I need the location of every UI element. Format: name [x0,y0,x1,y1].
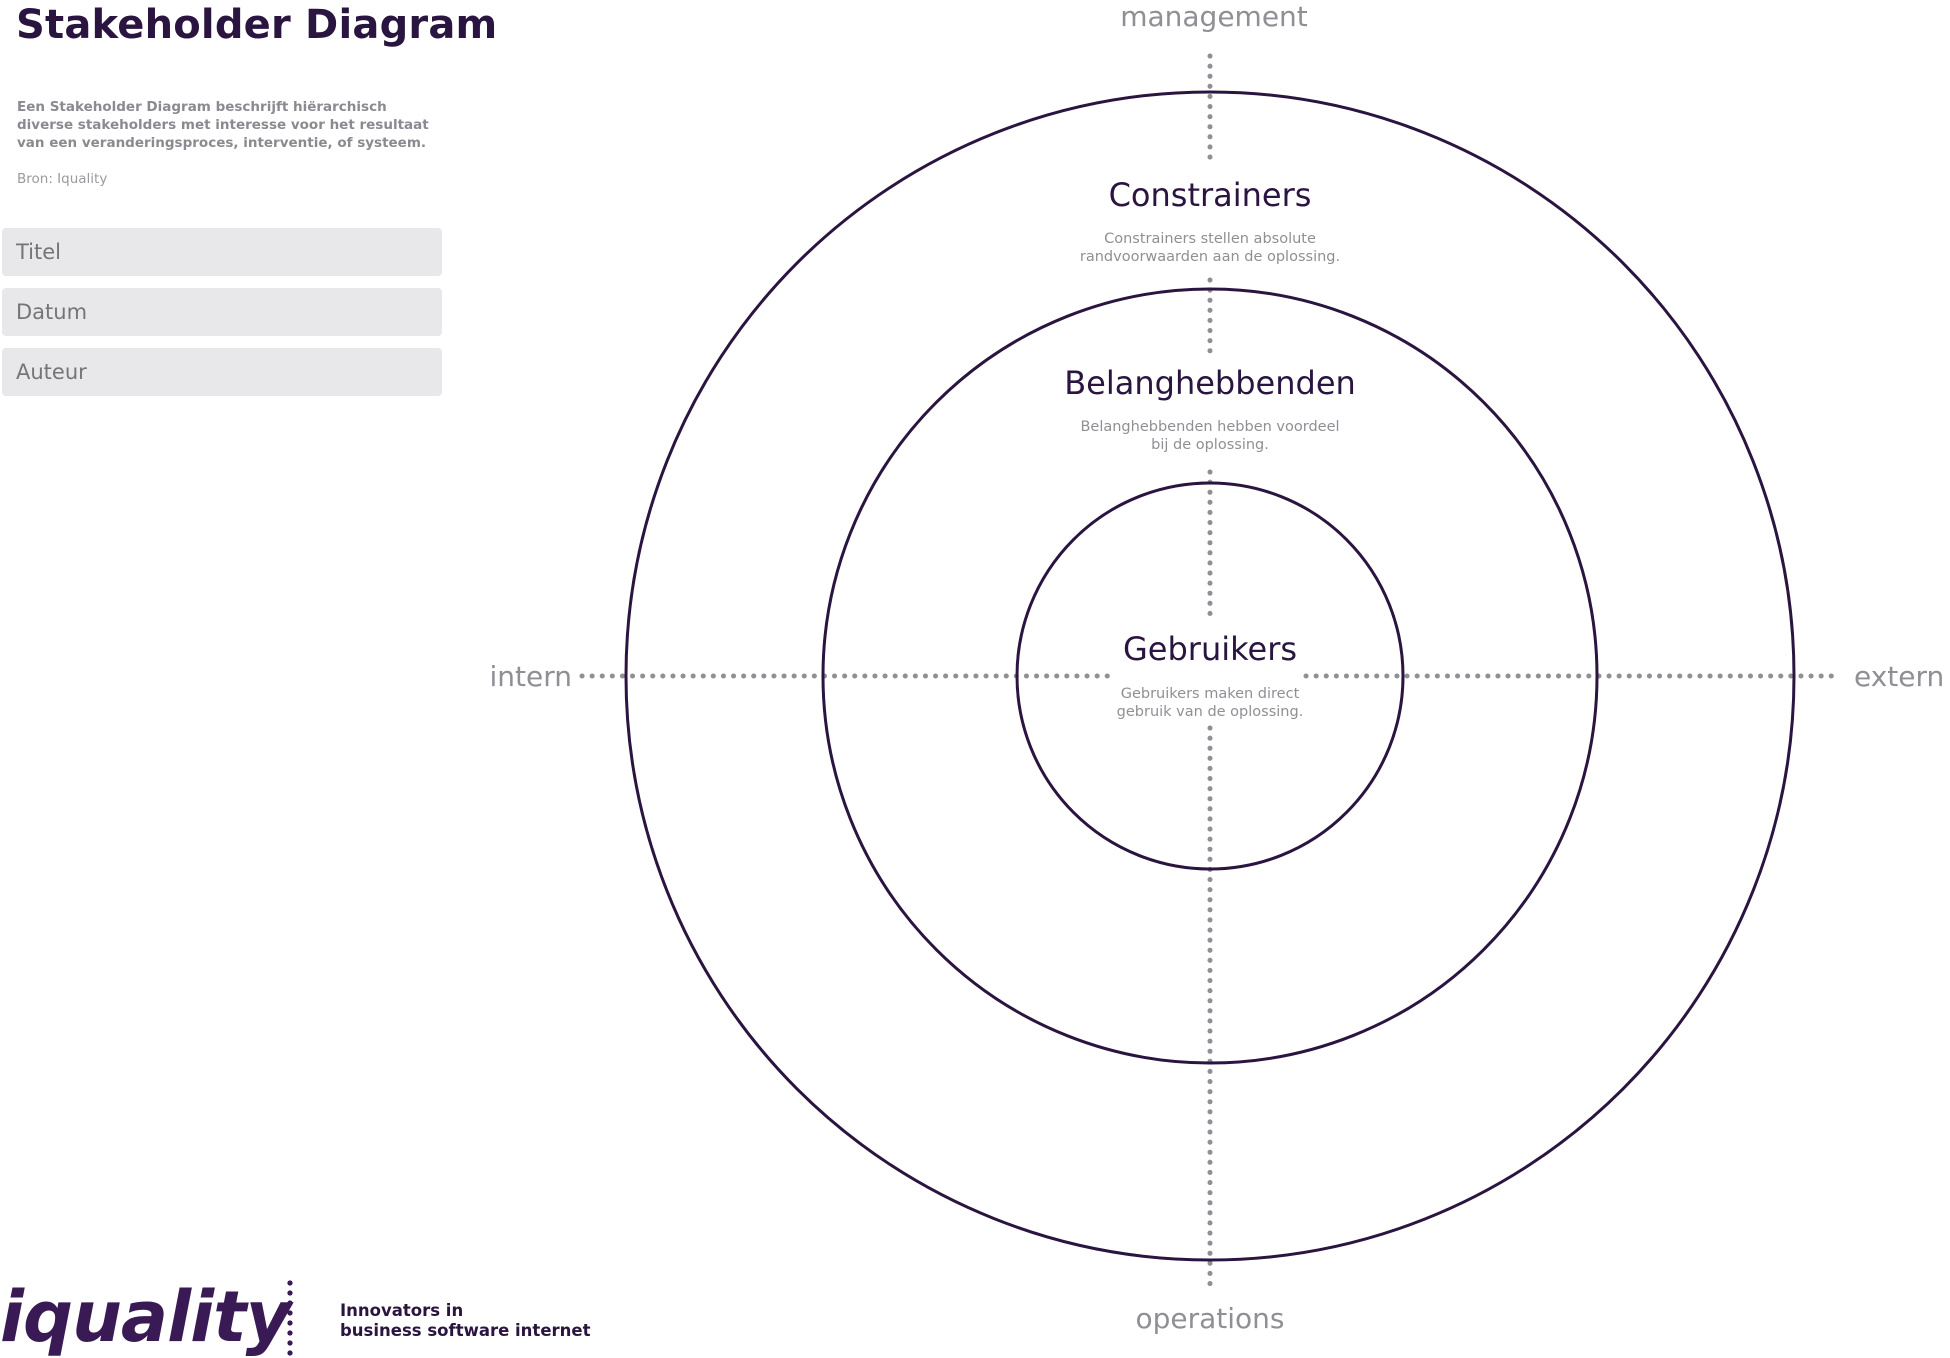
axis-label-right: extern [1854,660,1944,693]
ring-desc-constrainers-1: Constrainers stellen absolute [1104,231,1316,247]
ring-desc-belanghebbenden-1: Belanghebbenden hebben voordeel [1080,419,1339,435]
titel-input[interactable] [2,228,442,276]
ring-desc-gebruikers-1: Gebruikers maken direct [1121,686,1300,702]
auteur-input[interactable] [2,348,442,396]
ring-desc-constrainers-2: randvoorwaarden aan de oplossing. [1080,249,1340,265]
ring-desc-belanghebbenden-2: bij de oplossing. [1151,437,1269,453]
ring-desc-gebruikers-2: gebruik van de oplossing. [1117,704,1304,720]
belanghebbenden-label-bg [1060,362,1360,462]
dotted-divider [287,1278,293,1358]
tagline-line-1: Innovators in [340,1301,464,1320]
axis-label-left: intern [490,660,573,693]
tagline: Innovators in business software internet [340,1301,590,1341]
page-title: Stakeholder Diagram [16,2,498,48]
axis-lines [579,53,1835,1289]
ring-title-constrainers: Constrainers [1109,176,1312,214]
ring-outer [624,90,1796,1262]
source-credit: Bron: Iquality [17,171,108,187]
ring-title-gebruikers: Gebruikers [1123,630,1297,668]
constrainers-label-bg [1060,172,1360,276]
axis-label-top: management [1120,0,1308,33]
ring-middle [821,287,1599,1065]
iquality-logo: iquality [0,1276,291,1358]
tagline-line-2: business software internet [340,1321,591,1340]
datum-input[interactable] [2,288,442,336]
ring-inner [1015,481,1405,871]
axis-label-bottom: operations [1135,1302,1284,1335]
page-description: Een Stakeholder Diagram beschrijft hiëra… [17,99,429,151]
ring-title-belanghebbenden: Belanghebbenden [1064,364,1356,402]
